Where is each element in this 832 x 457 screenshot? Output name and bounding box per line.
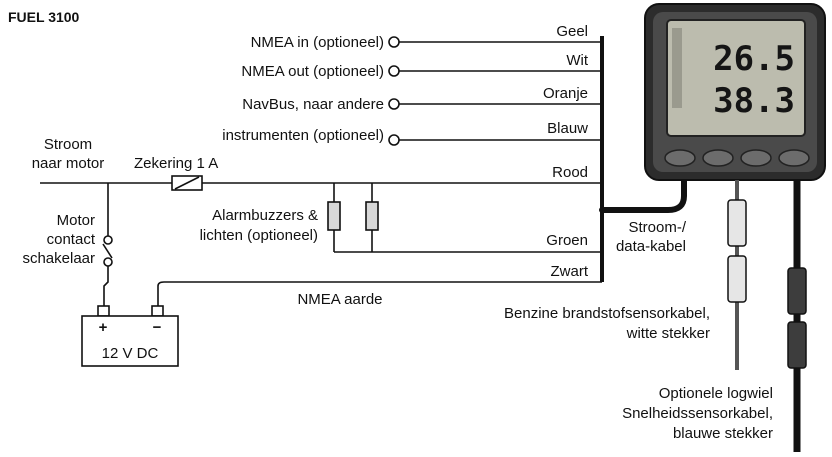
- speed-sensor-plug-bottom: [787, 321, 807, 369]
- label-alarm-1: Alarmbuzzers &: [212, 207, 318, 224]
- label-speed-sensor-1: Optionele logwiel: [659, 385, 773, 402]
- label-fuel-sensor-1: Benzine brandstofsensorkabel,: [504, 305, 710, 322]
- label-power-1: Stroom: [44, 136, 92, 153]
- label-cable-1: Stroom-/: [628, 219, 686, 236]
- label-fuel-sensor-2: witte stekker: [626, 325, 710, 342]
- label-geel: Geel: [556, 23, 588, 40]
- lcd-value-bottom: 38.3: [713, 81, 795, 121]
- alarm-light-icon: [365, 201, 379, 231]
- fuel-sensor-plug-bottom: [727, 255, 747, 303]
- device-button-3[interactable]: [740, 149, 772, 167]
- device-button-4[interactable]: [778, 149, 810, 167]
- label-cable-2: data-kabel: [616, 238, 686, 255]
- wire-zwart: [157, 281, 602, 310]
- terminal-instrumenten: [388, 134, 400, 146]
- label-nmea-aarde: NMEA aarde: [297, 291, 382, 308]
- battery-icon: [81, 315, 179, 367]
- label-groen: Groen: [546, 232, 588, 249]
- device-button-1[interactable]: [664, 149, 696, 167]
- label-speed-sensor-2: Snelheidssensorkabel,: [622, 405, 773, 422]
- label-nmea-out: NMEA out (optioneel): [241, 63, 384, 80]
- terminal-navbus: [388, 98, 400, 110]
- fuse-element: [174, 176, 200, 190]
- label-fuse: Zekering 1 A: [134, 155, 218, 172]
- battery-minus-sign: −: [153, 319, 162, 336]
- lcd-value-top: 26.5: [713, 39, 795, 79]
- label-switch-2: contact: [47, 231, 96, 248]
- label-oranje: Oranje: [543, 85, 588, 102]
- label-rood: Rood: [552, 164, 588, 181]
- label-switch-1: Motor: [57, 212, 95, 229]
- switch-lever-icon: [102, 243, 113, 259]
- label-switch-3: schakelaar: [22, 250, 95, 267]
- label-battery: 12 V DC: [102, 345, 159, 362]
- label-zwart: Zwart: [551, 263, 589, 280]
- label-alarm-2: lichten (optioneel): [200, 227, 318, 244]
- label-nmea-in: NMEA in (optioneel): [251, 34, 384, 51]
- battery-terminal-plus: [97, 305, 110, 317]
- alarm-buzzer-icon: [327, 201, 341, 231]
- speed-sensor-plug-top: [787, 267, 807, 315]
- terminal-nmea-out: [388, 65, 400, 77]
- label-wit: Wit: [566, 52, 588, 69]
- label-navbus: NavBus, naar andere: [242, 96, 384, 113]
- fuel-sensor-plug-top: [727, 199, 747, 247]
- device-button-2[interactable]: [702, 149, 734, 167]
- power-data-cable: [599, 169, 687, 213]
- lcd-screen: [666, 19, 806, 137]
- switch-wire-bottom: [103, 266, 109, 310]
- label-instrumenten: instrumenten (optioneel): [222, 127, 384, 144]
- switch-contact-top: [103, 235, 113, 245]
- battery-terminal-minus: [151, 305, 164, 317]
- label-power-2: naar motor: [32, 155, 105, 172]
- battery-plus-sign: +: [99, 319, 108, 336]
- fuel-instrument-device: 26.5 38.3: [644, 3, 826, 181]
- label-speed-sensor-3: blauwe stekker: [673, 425, 773, 442]
- terminal-nmea-in: [388, 36, 400, 48]
- switch-contact-bottom: [103, 257, 113, 267]
- lcd-side-scale: [672, 28, 682, 108]
- diagram-title: FUEL 3100: [8, 9, 80, 25]
- label-blauw: Blauw: [547, 120, 588, 137]
